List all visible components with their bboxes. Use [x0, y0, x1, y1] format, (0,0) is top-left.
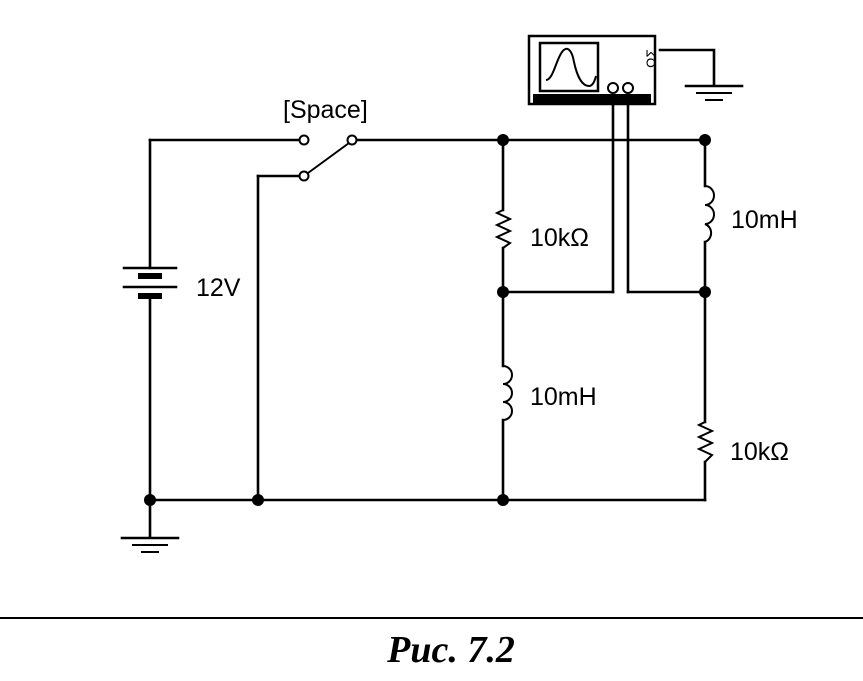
- scope-terminal-b[interactable]: [622, 82, 634, 94]
- resistor-top-label: 10kΩ: [530, 224, 589, 252]
- inductor-bottom-label: 10mH: [530, 383, 597, 411]
- inductor-bottom-symbol: [502, 365, 513, 421]
- node-top-right: [699, 134, 711, 146]
- switch-symbol[interactable]: [298, 134, 358, 182]
- resistor-bottom-symbol: [696, 421, 715, 463]
- figure-caption: Рис. 7.2: [386, 629, 515, 671]
- node-mid-right: [699, 286, 711, 298]
- sine-wave-icon: [545, 47, 597, 88]
- node-bottom-middle: [497, 494, 509, 506]
- junction-nodes: [144, 134, 711, 506]
- ground-symbol-scope: [684, 84, 744, 101]
- battery-symbol: [122, 266, 178, 299]
- switch-label: [Space]: [283, 96, 368, 124]
- inductor-top-label: 10mH: [731, 206, 798, 234]
- ground-symbol-left: [120, 536, 180, 553]
- node-bottom-left: [144, 494, 156, 506]
- resistor-top-symbol: [494, 209, 513, 249]
- scope-terminal-label: ΩΣ: [643, 49, 659, 68]
- scope-terminal-a[interactable]: [607, 82, 619, 94]
- inductor-top-symbol: [704, 185, 715, 243]
- node-bottom-switch: [252, 494, 264, 506]
- wires: [148, 48, 716, 538]
- resistor-bottom-label: 10kΩ: [730, 438, 789, 466]
- oscilloscope[interactable]: ΩΣ: [527, 34, 659, 106]
- node-mid-middle: [497, 286, 509, 298]
- battery-label: 12V: [196, 274, 241, 302]
- node-top-middle: [497, 134, 509, 146]
